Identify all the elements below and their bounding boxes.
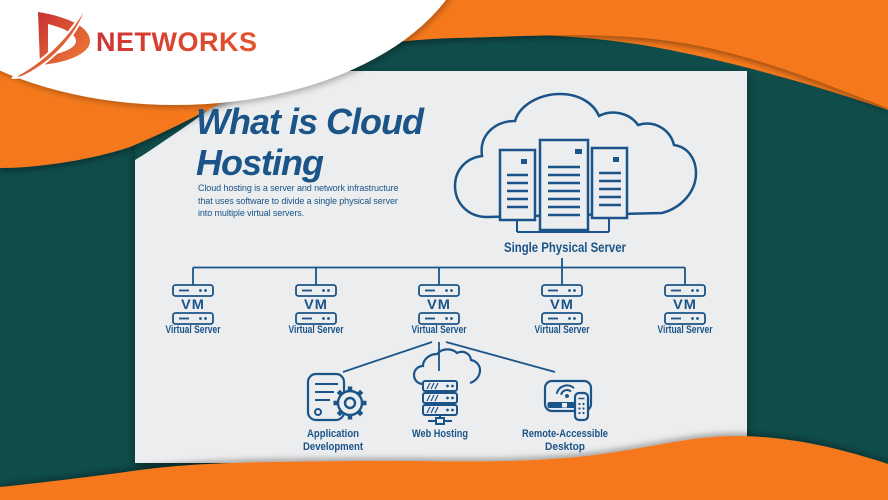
brand-text: NETWORKS (96, 27, 258, 57)
orange-bottom-wave (0, 435, 888, 500)
logo: NETWORKS (11, 1, 258, 79)
card-panel (135, 71, 747, 463)
logo-ellipse (0, 0, 446, 105)
logo-swoosh-icon (11, 1, 89, 79)
